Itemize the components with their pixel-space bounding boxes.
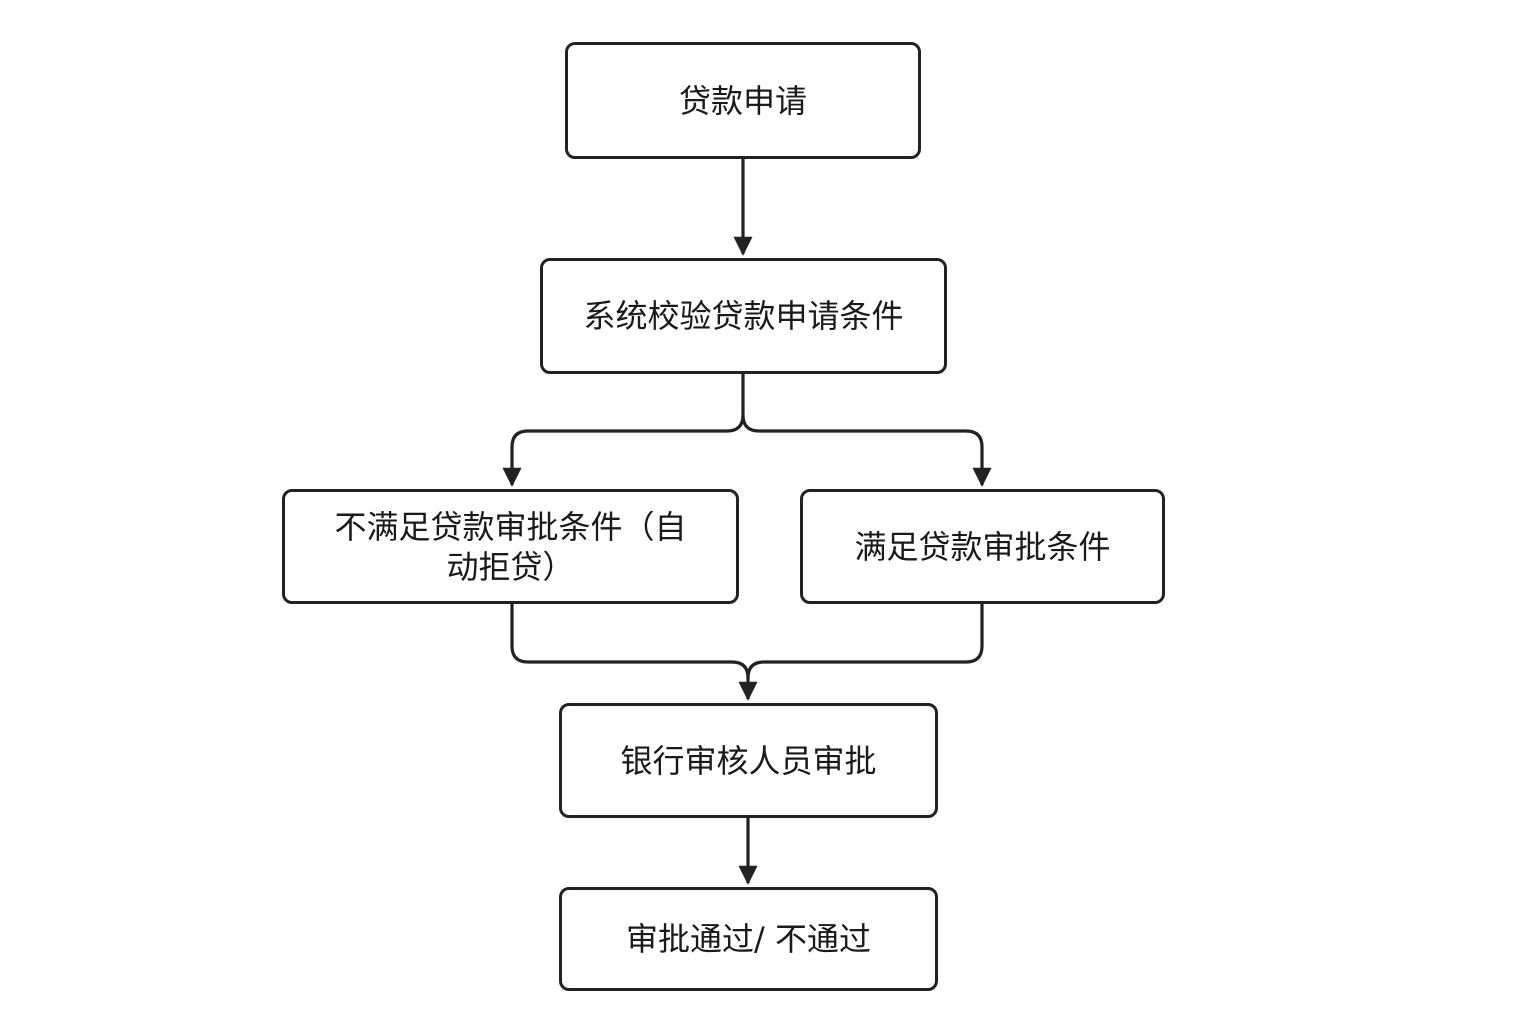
node-bank-review-label: 银行审核人员审批 [620,741,877,780]
node-approval-result-label: 审批通过/ 不通过 [626,920,871,958]
node-system-check: 系统校验贷款申请条件 [540,258,947,374]
node-bank-review: 银行审核人员审批 [559,703,938,818]
node-loan-application-label: 贷款申请 [678,81,807,120]
arrow-check-to-pass [741,414,992,487]
node-condition-met-label: 满足贷款审批条件 [854,527,1111,566]
arrow-check-to-fail [502,374,745,487]
arrow-pass-to-review [746,604,984,679]
node-approval-result: 审批通过/ 不通过 [559,887,938,991]
arrow-fail-to-review [510,604,758,701]
node-condition-not-met: 不满足贷款审批条件（自动拒贷） [282,489,739,604]
node-condition-not-met-label: 不满足贷款审批条件（自动拒贷） [334,507,687,586]
node-condition-met: 满足贷款审批条件 [800,489,1165,604]
node-system-check-label: 系统校验贷款申请条件 [583,297,904,335]
node-loan-application: 贷款申请 [565,42,921,159]
